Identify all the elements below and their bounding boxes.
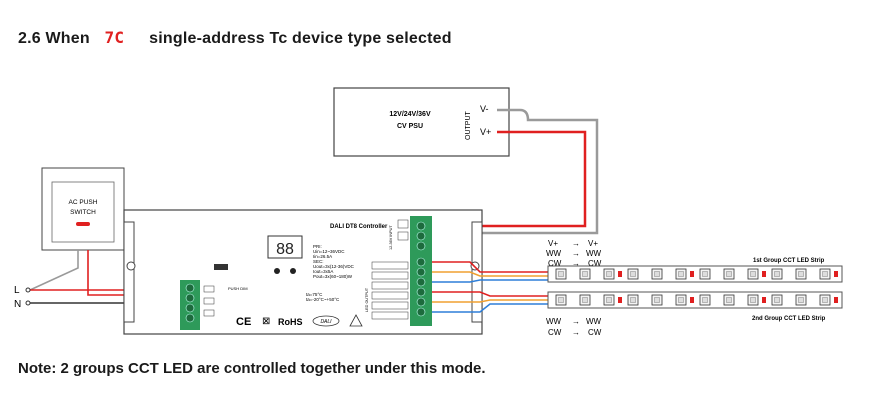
led-chip-core — [654, 271, 660, 277]
warning-icon — [349, 314, 363, 327]
mode-code-display: 7C — [104, 28, 125, 47]
arrow-1: → — [572, 239, 580, 248]
led-chip-core — [678, 271, 684, 277]
psu-voltage-label: 12V/24V/36V — [389, 111, 431, 118]
strip-body — [547, 291, 843, 309]
led-chip-core — [606, 297, 612, 303]
strip-body — [547, 265, 843, 283]
live-label: L — [14, 285, 20, 296]
strip-1-label: 1st Group CCT LED Strip — [753, 258, 825, 264]
switch-label-1: AC PUSH — [69, 199, 98, 206]
resistor — [834, 297, 838, 303]
rohs-mark: RoHS — [278, 317, 303, 327]
led-chip-core — [654, 297, 660, 303]
led-strip-1 — [547, 265, 843, 283]
led-chip-core — [582, 297, 588, 303]
label-tr-cw: CW — [588, 259, 602, 268]
psu-v-plus-label: V+ — [480, 127, 491, 137]
resistor — [762, 297, 766, 303]
output-wires — [432, 261, 548, 313]
psu-type-label: CV PSU — [397, 123, 423, 130]
led-chip-core — [798, 271, 804, 277]
switch-indicator — [76, 222, 90, 226]
led-chip-core — [750, 297, 756, 303]
led-strip-2 — [547, 291, 843, 309]
label-br-ww: WW — [586, 317, 602, 326]
led-chip-core — [726, 297, 732, 303]
input-label: 12-36V INPUT — [389, 225, 393, 250]
heading-prefix: 2.6 When — [18, 30, 90, 47]
power-supply: 12V/24V/36V CV PSU OUTPUT V- V+ — [333, 87, 510, 157]
output-label: LED OUTPUT — [365, 287, 369, 312]
resistor — [834, 271, 838, 277]
led-chip-core — [582, 271, 588, 277]
arrow-4: → — [572, 317, 580, 326]
led-chip-core — [558, 271, 564, 277]
label-tl-ww: WW — [546, 249, 562, 258]
resistor — [618, 297, 622, 303]
section-heading: 2.6 When 7C single-address Tc device typ… — [18, 28, 452, 48]
ce-mark: CE — [236, 316, 251, 328]
heading-suffix: single-address Tc device type selected — [149, 30, 452, 47]
resistor — [690, 297, 694, 303]
strip-2-label: 2nd Group CCT LED Strip — [752, 316, 826, 322]
arrow-2: → — [572, 249, 580, 258]
psu-v-minus-label: V- — [480, 104, 489, 114]
footnote: Note: 2 groups CCT LED are controlled to… — [18, 360, 486, 377]
label-tr-ww: WW — [586, 249, 602, 258]
psu-output-label: OUTPUT — [465, 111, 472, 141]
push-switch: AC PUSH SWITCH — [41, 167, 125, 251]
label-tr-vplus: V+ — [588, 239, 598, 248]
seven-segment-display: 88 — [276, 241, 294, 258]
switch-label-2: SWITCH — [70, 209, 96, 216]
neutral-label: N — [14, 299, 21, 310]
led-chip-core — [774, 271, 780, 277]
dali-logo: DALI — [320, 319, 332, 325]
led-chip-core — [630, 271, 636, 277]
label-bl-ww: WW — [546, 317, 562, 326]
label-tl-cw: CW — [548, 259, 562, 268]
led-chip-core — [678, 297, 684, 303]
button-right[interactable] — [290, 268, 296, 274]
led-chip-core — [630, 297, 636, 303]
led-chip-core — [726, 271, 732, 277]
button-left[interactable] — [274, 268, 280, 274]
wiring-labels: V+ WW CW → → → V+ WW CW WW CW → → WW CW — [546, 239, 602, 337]
controller-title: DALI DT8 Controller — [330, 224, 388, 230]
arrow-5: → — [572, 328, 580, 337]
led-chip-core — [798, 297, 804, 303]
push-dim-label: PUSH DIM — [228, 286, 248, 291]
led-chip-core — [750, 271, 756, 277]
jumper-icon — [214, 264, 228, 270]
led-chip-core — [558, 297, 564, 303]
label-tl-vplus: V+ — [548, 239, 558, 248]
resistor — [690, 271, 694, 277]
switch-wire-gray — [29, 250, 79, 291]
led-chip-core — [822, 271, 828, 277]
led-chip-core — [774, 297, 780, 303]
arrow-3: → — [572, 259, 580, 268]
resistor — [618, 271, 622, 277]
led-chip-core — [606, 271, 612, 277]
label-br-cw: CW — [588, 328, 602, 337]
weee-icon: ⊠ — [262, 316, 270, 327]
led-chip-core — [822, 297, 828, 303]
label-bl-cw: CW — [548, 328, 562, 337]
led-chip-core — [702, 297, 708, 303]
resistor — [762, 271, 766, 277]
psu-negative-wire — [432, 108, 599, 235]
led-chip-core — [702, 271, 708, 277]
